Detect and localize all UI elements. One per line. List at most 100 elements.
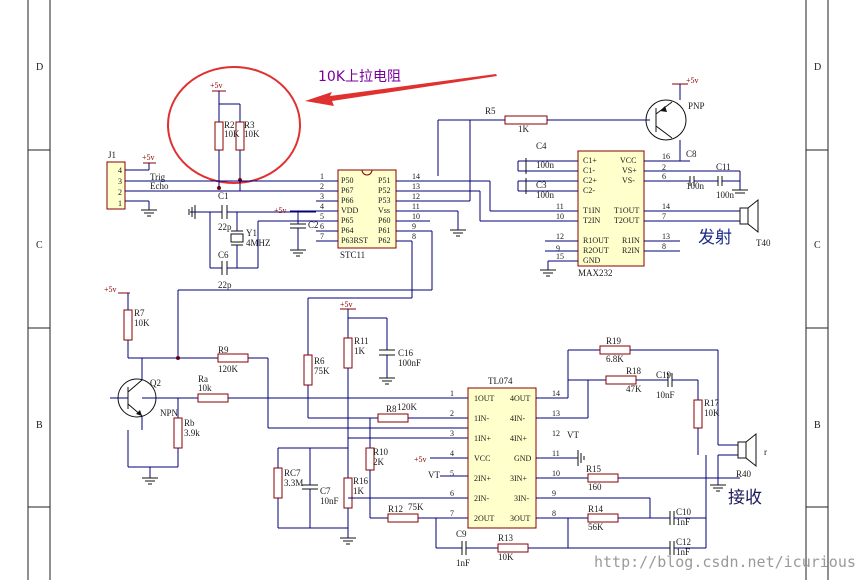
schematic-label: P53 [378, 196, 390, 205]
schematic-label: 4IN+ [510, 434, 527, 443]
schematic-label: 3 [320, 192, 324, 201]
frame-row-label: B [814, 420, 821, 431]
schematic-label: R8 [386, 404, 397, 414]
schematic-label: +5v [104, 285, 117, 294]
schematic-label: C1- [583, 166, 595, 175]
max232-chip: MAX232 C1+ C1- C2+ C2- T1IN T2IN R1OUT R… [517, 141, 748, 278]
schematic-stroke [197, 393, 229, 403]
schematic-label: 2K [373, 457, 385, 467]
schematic-stroke [337, 169, 397, 249]
crystal-circuit: C1 22p C6 22p Y1 4MHZ +5v C2 [188, 191, 319, 290]
schematic-label: 7 [450, 509, 454, 518]
frame-row-label: D [36, 62, 43, 73]
schematic-label: 22p [218, 280, 232, 290]
schematic-label: VS- [622, 176, 635, 185]
schematic-label: C10 [676, 507, 692, 517]
schematic-label: PNP [688, 101, 705, 111]
schematic-label: T40 [756, 238, 771, 248]
schematic-label: R2 [224, 120, 235, 130]
schematic-label: 75K [408, 502, 424, 512]
resistor-r7 [123, 309, 133, 341]
schematic-label: 16 [662, 152, 670, 161]
schematic-label: 5 [450, 469, 454, 478]
schematic-label: R2IN [622, 246, 640, 255]
schematic-label: TL074 [488, 376, 513, 386]
schematic-label: +5v [686, 76, 699, 85]
schematic-label: T1OUT [614, 206, 639, 215]
schematic-label: 6 [662, 172, 666, 181]
transmit-label: 发射 [698, 228, 732, 248]
schematic-stroke [737, 441, 747, 459]
schematic-label: C4 [536, 141, 547, 151]
schematic-label: 3.9k [184, 428, 200, 438]
transducer-t40: T40 [739, 198, 771, 248]
schematic-label: 47K [626, 384, 642, 394]
schematic-label: R10 [373, 447, 389, 457]
schematic-label: 120K [397, 402, 418, 412]
schematic-label: 2 [320, 182, 324, 191]
schematic-label: 5 [320, 212, 324, 221]
schematic-stroke [587, 513, 619, 523]
resistor-r2 [214, 121, 224, 151]
schematic-label: R40 [736, 469, 752, 479]
schematic-label: 2 [450, 409, 454, 418]
schematic-label: 1IN- [474, 414, 489, 423]
schematic-stroke [605, 375, 637, 385]
schematic-label: 1K [353, 486, 365, 496]
schematic-label: P50 [341, 176, 353, 185]
schematic-label: 7 [662, 212, 666, 221]
schematic-label: C7 [320, 486, 331, 496]
schematic-label: 3IN+ [510, 474, 527, 483]
schematic-label: 10 [412, 212, 420, 221]
schematic-label: 10K [704, 408, 720, 418]
schematic-label: 12 [412, 192, 420, 201]
schematic-label: r [764, 447, 767, 457]
schematic-label: 11 [556, 202, 564, 211]
schematic-label: 1nF [676, 517, 690, 527]
schematic-stroke [660, 106, 667, 112]
pullup-resistors: +5v R2 10K R3 10K [210, 81, 260, 190]
schematic-label: 13 [552, 409, 560, 418]
schematic-label: 1 [450, 389, 454, 398]
connector-j1: J1 4 3 2 1 +5v Trig Echo [106, 150, 340, 217]
schematic-stroke [504, 115, 548, 125]
schematic-stroke [127, 379, 143, 393]
schematic-label: P67 [341, 186, 353, 195]
schematic-label: T2OUT [614, 216, 639, 225]
schematic-label: 56K [588, 522, 604, 532]
schematic-label: C2 [308, 220, 319, 230]
schematic-stroke [273, 467, 283, 499]
schematic-stroke [173, 417, 183, 449]
schematic-label: 4 [118, 166, 122, 175]
schematic-label: C2+ [583, 176, 597, 185]
schematic-label: 7 [320, 232, 324, 241]
schematic-label: R6 [314, 356, 325, 366]
receive-label: 接收 [728, 488, 762, 508]
schematic-label: 9 [556, 244, 560, 253]
schematic-label: VS+ [622, 166, 637, 175]
schematic-stroke [387, 513, 419, 523]
schematic-stroke [136, 410, 142, 416]
schematic-stroke [343, 477, 353, 509]
schematic-label: R17 [704, 398, 720, 408]
schematic-label: VDD [341, 206, 359, 215]
schematic-label: 1IN+ [474, 434, 491, 443]
schematic-label: C1 [218, 191, 229, 201]
schematic-label: +5v [414, 455, 427, 464]
schematic-label: 14 [412, 172, 420, 181]
schematic-label: Rb [184, 418, 195, 428]
schematic-stroke [645, 99, 687, 141]
schematic-stroke [106, 161, 126, 210]
schematic-label: VT [567, 430, 579, 440]
schematic-label: 14 [552, 389, 560, 398]
schematic-label: R2OUT [583, 246, 609, 255]
schematic-label: 100n [686, 181, 705, 191]
schematic-label: P64 [341, 226, 353, 235]
schematic-label: 10K [244, 129, 260, 139]
schematic-label: 100n [536, 190, 555, 200]
schematic-label: 13 [412, 182, 420, 191]
schematic-label: 4OUT [510, 394, 531, 403]
schematic-label: T2IN [583, 216, 601, 225]
schematic-label: 6.8K [606, 354, 624, 364]
